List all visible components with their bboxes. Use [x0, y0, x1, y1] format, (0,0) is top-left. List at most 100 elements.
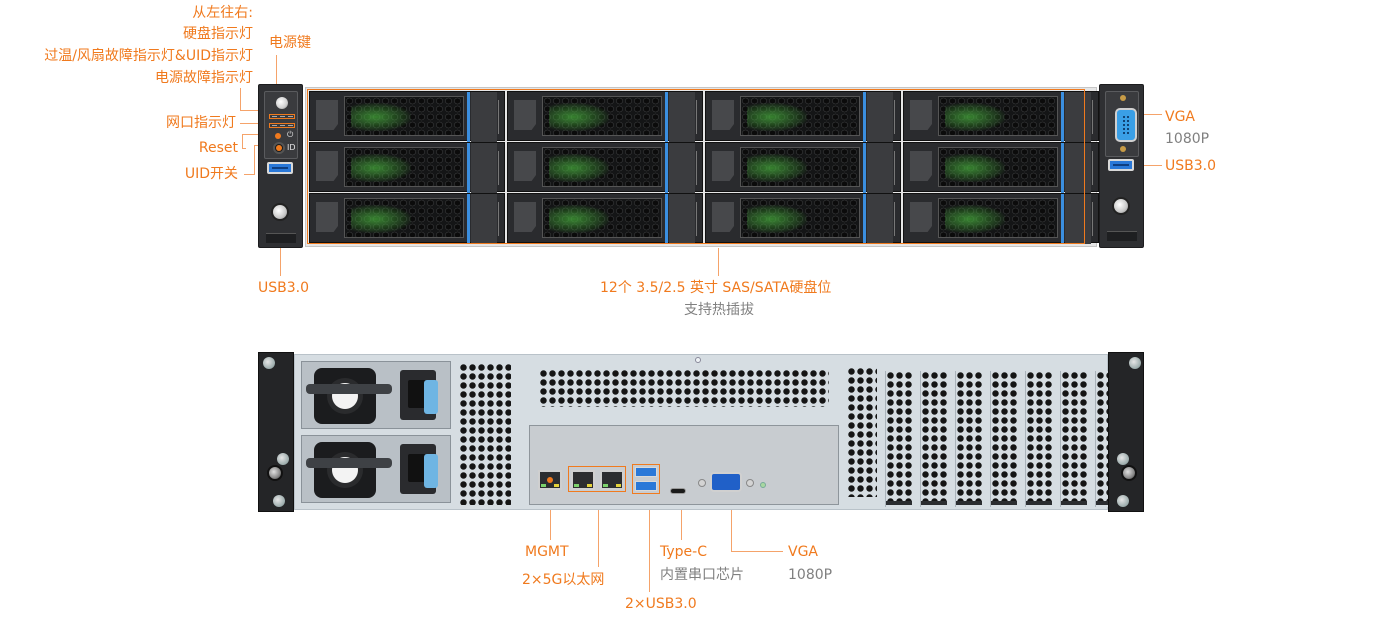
drive-tray-handle[interactable]	[514, 202, 536, 232]
drive-bay-12[interactable]	[903, 193, 1099, 244]
drive-tray-latch[interactable]	[867, 92, 893, 142]
pcie-slot-cover-4	[990, 371, 1018, 507]
psu-2-latch[interactable]	[424, 454, 438, 488]
drive-slot-divider	[894, 100, 899, 134]
leader-rear-usb	[649, 495, 650, 592]
drive-tray-release-strip[interactable]	[1061, 194, 1064, 244]
drive-tray-release-strip[interactable]	[665, 92, 668, 142]
pcie-slot-tab	[991, 501, 1017, 505]
leader-mgmt	[550, 487, 551, 540]
drive-tray-handle[interactable]	[910, 202, 932, 232]
drive-bay-3[interactable]	[705, 91, 901, 142]
rear-left-ear	[258, 352, 294, 512]
drive-tray-handle[interactable]	[316, 100, 338, 130]
drive-slot-divider	[498, 151, 503, 185]
rear-right-screw-bottom-icon	[1117, 495, 1129, 507]
front-usb-port-left[interactable]	[267, 162, 293, 174]
drive-slot-divider	[696, 202, 701, 236]
psu-1-fan-icon	[314, 368, 376, 424]
drive-bay-11[interactable]	[705, 193, 901, 244]
drive-bay-7[interactable]	[705, 142, 901, 193]
leader-uid-tail	[244, 174, 254, 175]
front-vga-port[interactable]	[1115, 108, 1137, 142]
rear-vent-top	[539, 369, 829, 407]
drive-tray-latch[interactable]	[669, 194, 695, 244]
pcie-slot-tab	[956, 501, 982, 505]
drive-tray-release-strip[interactable]	[665, 143, 668, 193]
leader-reset-h	[242, 134, 272, 135]
drive-bay-2[interactable]	[507, 91, 703, 142]
psu-1-handle[interactable]	[306, 384, 392, 394]
pcie-slot-cover-3	[955, 371, 983, 507]
drive-tray-handle[interactable]	[712, 100, 734, 130]
drive-tray-latch[interactable]	[669, 92, 695, 142]
rear-vent-left	[459, 363, 511, 505]
rear-usb-port-2[interactable]	[635, 481, 657, 491]
leader-drive-bays	[718, 248, 719, 276]
drive-tray-latch[interactable]	[471, 92, 497, 142]
power-button[interactable]	[276, 97, 288, 109]
leader-reset-tail	[242, 148, 246, 149]
drive-activity-glow	[549, 103, 609, 131]
ethernet-port-1[interactable]	[571, 470, 595, 490]
psu-2-handle[interactable]	[306, 458, 392, 468]
drive-tray-handle[interactable]	[712, 151, 734, 181]
drive-tray-release-strip[interactable]	[1061, 92, 1064, 142]
drive-tray-handle[interactable]	[514, 151, 536, 181]
drive-tray-latch[interactable]	[867, 143, 893, 193]
drive-bay-10[interactable]	[507, 193, 703, 244]
drive-tray-latch[interactable]	[1065, 92, 1091, 142]
drive-tray-handle[interactable]	[316, 151, 338, 181]
uid-button[interactable]	[273, 142, 285, 154]
drive-tray-latch[interactable]	[471, 143, 497, 193]
rear-usb-port-1[interactable]	[635, 467, 657, 477]
drive-tray-handle[interactable]	[910, 100, 932, 130]
drive-tray-latch[interactable]	[669, 143, 695, 193]
reset-button[interactable]	[275, 133, 281, 139]
drive-bay-8[interactable]	[903, 142, 1099, 193]
drive-tray-latch[interactable]	[867, 194, 893, 244]
drive-bay-9[interactable]	[309, 193, 505, 244]
leader-typec	[681, 491, 682, 540]
typec-port[interactable]	[670, 488, 686, 494]
drive-tray-release-strip[interactable]	[863, 194, 866, 244]
drive-tray-handle[interactable]	[316, 202, 338, 232]
network-led-row	[269, 123, 295, 128]
label-rear-vga-resolution: 1080P	[788, 567, 833, 583]
psu-2[interactable]: 550W	[301, 435, 451, 503]
drive-activity-glow	[351, 205, 411, 233]
drive-bay-6[interactable]	[507, 142, 703, 193]
left-thumbscrew-icon	[271, 203, 289, 221]
ethernet-port-2[interactable]	[600, 470, 624, 490]
drive-tray-handle[interactable]	[910, 151, 932, 181]
drive-tray-release-strip[interactable]	[467, 92, 470, 142]
drive-tray-release-strip[interactable]	[1061, 143, 1064, 193]
psu-1[interactable]: M555	[301, 361, 451, 429]
drive-bay-5[interactable]	[309, 142, 505, 193]
drive-bay-4[interactable]	[903, 91, 1099, 142]
label-drive-led: 硬盘指示灯	[183, 26, 253, 42]
drive-tray-release-strip[interactable]	[665, 194, 668, 244]
label-hot-swap: 支持热插拔	[684, 302, 754, 318]
rear-vga-port[interactable]	[710, 472, 742, 492]
drive-tray-handle[interactable]	[712, 202, 734, 232]
drive-tray-release-strip[interactable]	[863, 92, 866, 142]
drive-bay-1[interactable]	[309, 91, 505, 142]
server-rear-view: M555 550W	[258, 352, 1144, 512]
drive-tray-latch[interactable]	[471, 194, 497, 244]
front-usb-port-right[interactable]	[1108, 159, 1134, 171]
drive-activity-glow	[945, 154, 1005, 182]
drive-activity-glow	[351, 103, 411, 131]
vga-screw-bottom-icon	[1120, 146, 1126, 152]
drive-slot-divider	[1092, 202, 1097, 236]
drive-tray-release-strip[interactable]	[863, 143, 866, 193]
drive-tray-release-strip[interactable]	[467, 143, 470, 193]
vga-screw-top-icon	[1120, 95, 1126, 101]
drive-tray-release-strip[interactable]	[467, 194, 470, 244]
drive-tray-handle[interactable]	[514, 100, 536, 130]
psu-1-latch[interactable]	[424, 380, 438, 414]
drive-tray-latch[interactable]	[1065, 143, 1091, 193]
label-network-led: 网口指示灯	[166, 115, 236, 131]
drive-tray-latch[interactable]	[1065, 194, 1091, 244]
drive-activity-glow	[747, 154, 807, 182]
